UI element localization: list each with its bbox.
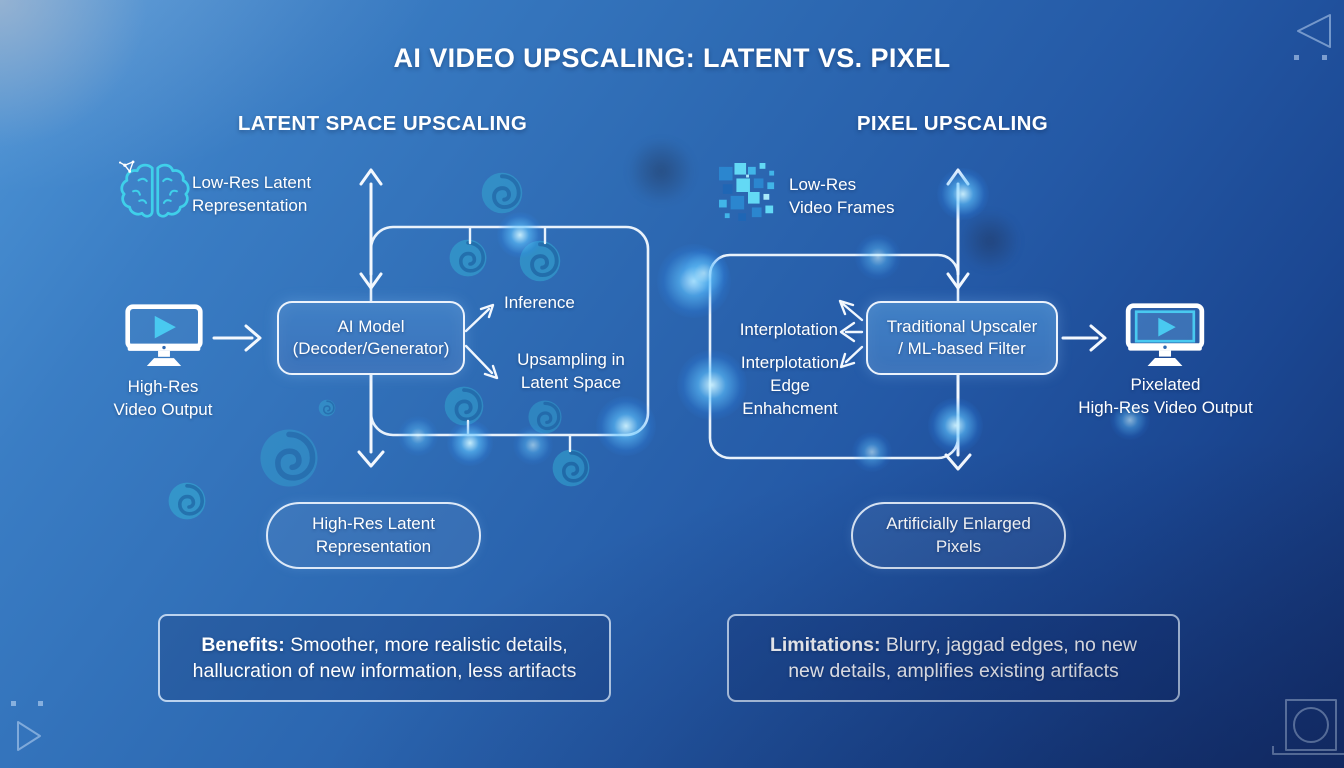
interpolation-edge-label: Interplotation Edge Enhahcment bbox=[740, 353, 840, 418]
arrowhead-right bbox=[244, 324, 262, 352]
arrowhead-up bbox=[359, 168, 383, 186]
monitor-play-icon bbox=[125, 304, 203, 367]
benefits-text: Benefits: Smoother, more realistic detai… bbox=[193, 632, 577, 685]
corner-light-smudge bbox=[0, 0, 170, 150]
next-slide-icon[interactable] bbox=[6, 698, 58, 758]
traditional-upscaler-box: Traditional Upscaler / ML-based Filter bbox=[866, 301, 1058, 375]
swirl-icon bbox=[518, 239, 562, 283]
low-res-latent-label: Low-Res Latent Representation bbox=[192, 173, 312, 215]
glow-dot bbox=[855, 234, 901, 280]
swirl-icon bbox=[551, 448, 591, 488]
benefits-lead: Benefits: bbox=[201, 633, 285, 656]
high-res-latent-result-oval: High-Res Latent Representation bbox=[266, 502, 481, 569]
glow-dot bbox=[497, 212, 543, 258]
inference-label: Inference bbox=[504, 293, 575, 312]
enlarged-pixels-result-oval: Artificially Enlarged Pixels bbox=[851, 502, 1066, 569]
brain-ai-icon bbox=[118, 160, 190, 218]
swirl-icon bbox=[448, 238, 488, 278]
glow-dot bbox=[447, 420, 493, 466]
glow-dot bbox=[398, 416, 438, 456]
arrowhead-down bbox=[944, 453, 972, 471]
record-frame-icon[interactable] bbox=[1268, 694, 1344, 758]
inference-arrow bbox=[464, 307, 491, 333]
limitations-body: Blurry, jaggad edges, no new new details… bbox=[788, 633, 1138, 682]
arrowhead-downright bbox=[483, 364, 499, 380]
glow-dot bbox=[679, 248, 729, 298]
benefits-body: Smoother, more realistic details, halluc… bbox=[192, 633, 577, 682]
monitor-play-pixelated-icon bbox=[1125, 303, 1205, 366]
pixel-mosaic-icon bbox=[719, 163, 775, 221]
ai-sparkle bbox=[118, 160, 135, 173]
arrowhead-down bbox=[359, 272, 383, 290]
ai-model-box: AI Model (Decoder/Generator) bbox=[277, 301, 465, 375]
arrowhead-upleft bbox=[838, 299, 855, 316]
arrowhead-down bbox=[946, 272, 970, 290]
glow-dot bbox=[937, 168, 989, 220]
upsampling-arrow bbox=[464, 344, 494, 375]
glow-dot bbox=[928, 398, 983, 453]
dark-smudge bbox=[625, 140, 697, 202]
pixel-column-header: PIXEL UPSCALING bbox=[856, 112, 1049, 135]
low-res-frames-label: Low-Res Video Frames bbox=[789, 175, 895, 217]
glow-dot bbox=[852, 432, 892, 472]
play-icon bbox=[154, 315, 176, 339]
swirl-icon bbox=[480, 171, 524, 215]
interpolation-arrow-upleft bbox=[841, 302, 864, 322]
interpolation-label: Interplotation bbox=[739, 320, 838, 339]
swirl-icon bbox=[527, 399, 563, 435]
arrowhead-left bbox=[839, 321, 856, 343]
pixelated-output-label: Pixelated High-Res Video Output bbox=[1078, 375, 1253, 417]
glow-dot bbox=[513, 425, 553, 465]
benefits-note-box: Benefits: Smoother, more realistic detai… bbox=[158, 614, 611, 702]
glow-dot bbox=[657, 244, 731, 318]
swirl-icon bbox=[258, 427, 320, 489]
high-res-output-label: High-Res Video Output bbox=[113, 377, 213, 419]
upsampling-label: Upsampling in Latent Space bbox=[517, 350, 625, 392]
latent-column-header: LATENT SPACE UPSCALING bbox=[237, 112, 528, 135]
limitations-lead: Limitations: bbox=[769, 633, 881, 656]
limitations-note-box: Limitations: Blurry, jaggad edges, no ne… bbox=[727, 614, 1180, 702]
arrowhead-right bbox=[1089, 324, 1107, 352]
arrowhead-down bbox=[357, 450, 385, 468]
swirl-icon bbox=[318, 399, 336, 417]
dark-smudge bbox=[958, 212, 1022, 270]
prev-slide-icon[interactable] bbox=[1288, 10, 1336, 66]
limitations-text: Limitations: Blurry, jaggad edges, no ne… bbox=[770, 632, 1137, 685]
page-title: AI VIDEO UPSCALING: LATENT VS. PIXEL bbox=[393, 43, 951, 73]
play-icon bbox=[1158, 317, 1176, 337]
arrowhead-up bbox=[946, 168, 970, 186]
arrowhead-upright bbox=[479, 303, 495, 319]
swirl-icon bbox=[443, 385, 485, 427]
swirl-icon bbox=[167, 481, 207, 521]
glow-dot bbox=[596, 396, 656, 456]
